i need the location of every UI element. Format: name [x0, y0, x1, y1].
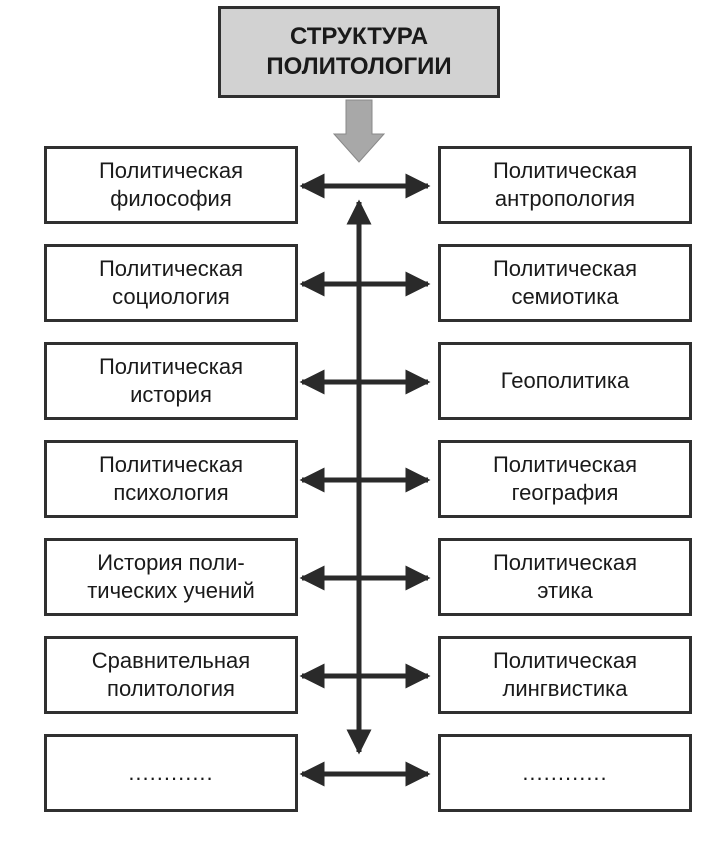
box-political-linguistics: Политическая лингвистика: [438, 636, 692, 714]
box-placeholder-left: ............: [44, 734, 298, 812]
box-line: Политическая: [98, 354, 243, 379]
box-line: ............: [128, 760, 214, 785]
box-line: философия: [110, 186, 232, 211]
box-political-sociology: Политическая социология: [44, 244, 298, 322]
box-line: Политическая: [98, 256, 243, 281]
box-line: психология: [113, 480, 229, 505]
box-line: Политическая: [492, 158, 637, 183]
title-line-1: СТРУКТУРА: [289, 23, 429, 50]
box-line: Политическая: [98, 452, 243, 477]
box-political-anthropology: Политическая антропология: [438, 146, 692, 224]
box-line: тических учений: [87, 578, 255, 603]
diagram-title: СТРУКТУРА ПОЛИТОЛОГИИ: [218, 6, 500, 98]
box-political-psychology: Политическая психология: [44, 440, 298, 518]
box-political-history: Политическая история: [44, 342, 298, 420]
box-political-philosophy: Политическая философия: [44, 146, 298, 224]
box-comparative-politics: Сравнительная политология: [44, 636, 298, 714]
box-line: история: [130, 382, 212, 407]
box-political-geography: Политическая география: [438, 440, 692, 518]
box-line: лингвистика: [502, 676, 628, 701]
box-placeholder-right: ............: [438, 734, 692, 812]
box-line: ............: [522, 760, 608, 785]
box-line: этика: [537, 578, 593, 603]
box-line: Политическая: [492, 550, 637, 575]
box-line: Политическая: [492, 256, 637, 281]
box-line: Политическая: [98, 158, 243, 183]
box-line: политология: [107, 676, 235, 701]
box-line: социология: [112, 284, 230, 309]
box-geopolitics: Геополитика: [438, 342, 692, 420]
title-line-2: ПОЛИТОЛОГИИ: [266, 53, 452, 80]
box-line: антропология: [494, 186, 636, 211]
box-line: Геополитика: [500, 368, 630, 393]
box-line: семиотика: [511, 284, 619, 309]
box-history-political-teachings: История поли- тических учений: [44, 538, 298, 616]
box-political-semiotics: Политическая семиотика: [438, 244, 692, 322]
title-down-arrow: [332, 99, 386, 163]
box-line: Политическая: [492, 648, 637, 673]
box-political-ethics: Политическая этика: [438, 538, 692, 616]
box-line: Сравнительная: [91, 648, 251, 673]
box-line: география: [511, 480, 619, 505]
box-line: История поли-: [97, 550, 245, 575]
box-line: Политическая: [492, 452, 637, 477]
